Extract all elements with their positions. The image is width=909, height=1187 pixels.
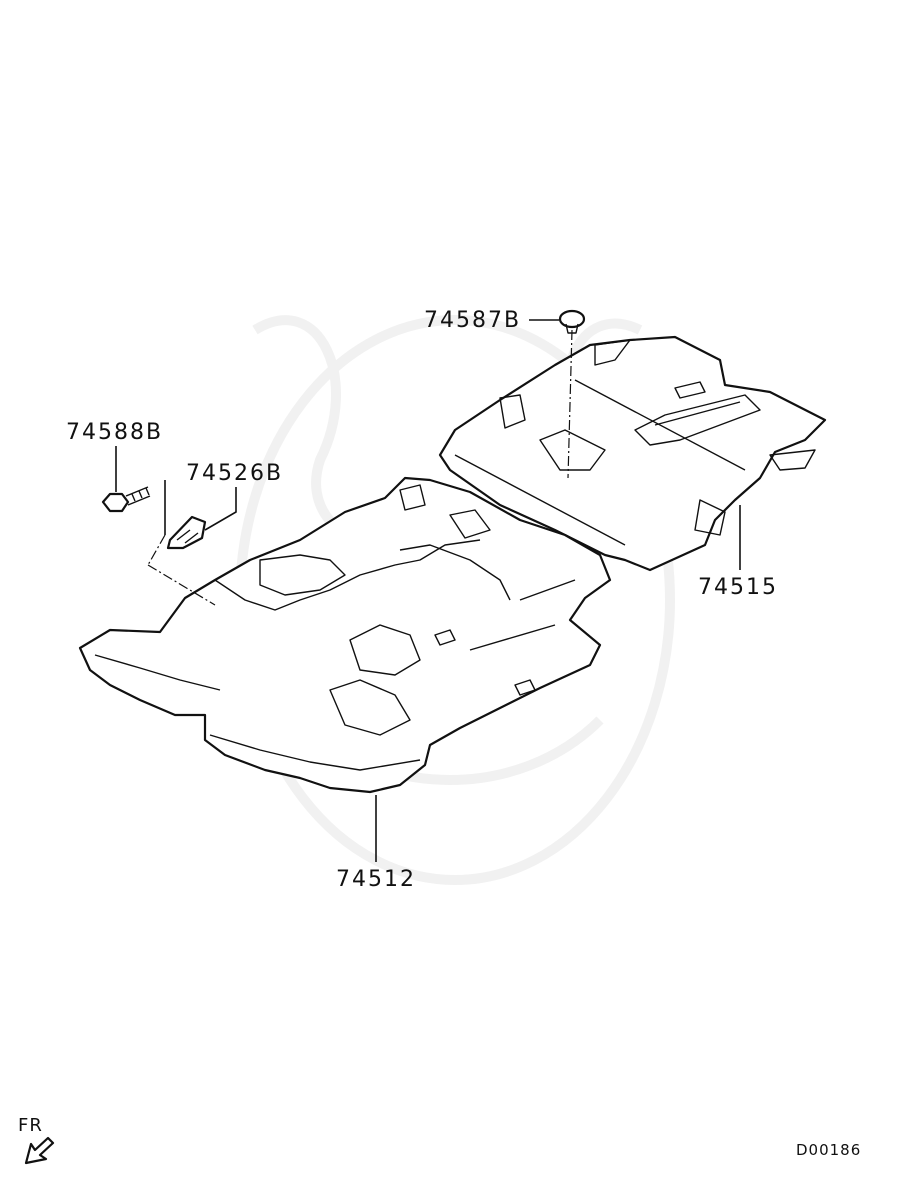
front-direction-arrow-icon <box>24 1136 55 1165</box>
part-label-74526b: 74526B <box>186 461 284 486</box>
front-direction-label: FR <box>18 1115 43 1136</box>
part-label-74512: 74512 <box>336 867 416 892</box>
rear-floor-carpet <box>438 335 827 572</box>
part-label-74515: 74515 <box>698 575 778 600</box>
front-floor-carpet <box>78 476 612 794</box>
bolt-74588b <box>101 486 151 513</box>
leader-lines <box>115 319 741 862</box>
bracket-74526b <box>166 515 207 550</box>
part-label-74587b: 74587B <box>424 308 522 333</box>
part-label-74588b: 74588B <box>66 420 164 445</box>
carpet-clip-74587b <box>558 309 586 334</box>
diagram-code: D00186 <box>796 1141 862 1159</box>
